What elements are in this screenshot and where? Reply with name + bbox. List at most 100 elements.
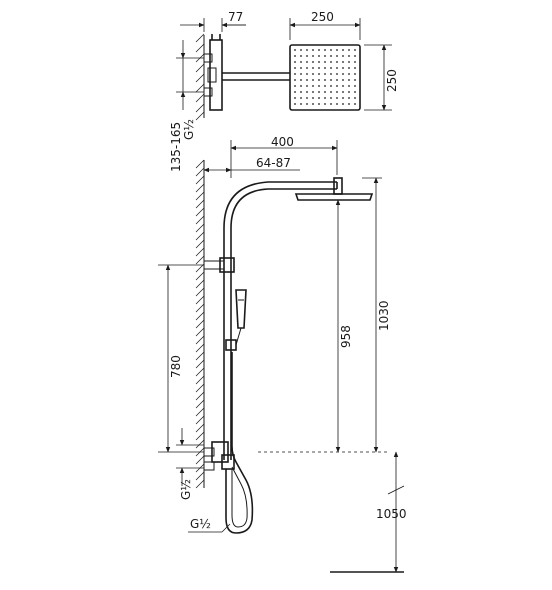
nozzle-dot bbox=[354, 55, 356, 57]
riser-bar bbox=[223, 181, 338, 460]
nozzle-dot bbox=[294, 97, 296, 99]
nozzle-dot bbox=[294, 49, 296, 51]
nozzle-dot bbox=[354, 61, 356, 63]
nozzle-dot bbox=[318, 85, 320, 87]
nozzle-dot bbox=[324, 55, 326, 57]
wall-hatch-line bbox=[195, 439, 205, 449]
nozzle-dot bbox=[312, 67, 314, 69]
wall-hatch-line bbox=[195, 415, 205, 425]
wall-hatch-line bbox=[195, 239, 205, 249]
nozzle-dot bbox=[348, 97, 350, 99]
dim-250-height: 250 bbox=[364, 44, 399, 111]
wall-hatch-line bbox=[195, 367, 205, 377]
nozzle-dot bbox=[318, 79, 320, 81]
dim-64-87: 64-87 bbox=[203, 156, 300, 173]
nozzle-dot bbox=[318, 55, 320, 57]
nozzle-dot bbox=[336, 61, 338, 63]
nozzle-dot bbox=[312, 85, 314, 87]
shower-head-top bbox=[289, 44, 361, 111]
shower-hose bbox=[225, 352, 254, 534]
wall-hatch-line bbox=[195, 407, 205, 417]
nozzle-dot bbox=[318, 73, 320, 75]
nozzle-dot bbox=[330, 85, 332, 87]
nozzle-dot bbox=[336, 97, 338, 99]
nozzle-dot bbox=[354, 79, 356, 81]
hand-shower bbox=[225, 289, 247, 351]
nozzle-dot bbox=[336, 103, 338, 105]
nozzle-dot bbox=[318, 91, 320, 93]
wall-hatch-line bbox=[195, 175, 205, 185]
nozzle-dot bbox=[330, 97, 332, 99]
nozzle-dot bbox=[312, 61, 314, 63]
nozzle-dot bbox=[354, 97, 356, 99]
wall-hatch-line bbox=[195, 359, 205, 369]
dim-780: 780 bbox=[158, 264, 204, 453]
nozzle-dot bbox=[354, 49, 356, 51]
dim-1030: 1030 bbox=[362, 177, 391, 453]
dim-250-width: 250 bbox=[289, 10, 361, 40]
dim-958: 958 bbox=[335, 199, 353, 453]
wall-hatch-line bbox=[195, 423, 205, 433]
nozzle-dot bbox=[294, 103, 296, 105]
dim-958-label: 958 bbox=[339, 325, 353, 348]
nozzle-dot bbox=[294, 55, 296, 57]
nozzle-dot bbox=[300, 61, 302, 63]
dim-780-label: 780 bbox=[169, 355, 183, 378]
nozzle-dot bbox=[336, 79, 338, 81]
shower-head-side bbox=[294, 177, 374, 201]
nozzle-dot bbox=[336, 67, 338, 69]
wall-hatch-line bbox=[195, 391, 205, 401]
wall-hatch-line bbox=[195, 375, 205, 385]
nozzle-dot bbox=[348, 91, 350, 93]
nozzle-dot bbox=[342, 91, 344, 93]
nozzle-dot bbox=[336, 91, 338, 93]
nozzle-dot bbox=[300, 85, 302, 87]
nozzle-dot bbox=[312, 49, 314, 51]
nozzle-dot bbox=[348, 73, 350, 75]
nozzle-dot bbox=[324, 85, 326, 87]
nozzle-dot bbox=[294, 67, 296, 69]
dim-1030-label: 1030 bbox=[377, 300, 391, 331]
nozzle-dot bbox=[306, 91, 308, 93]
wall-hatch-line bbox=[195, 199, 205, 209]
nozzle-dot bbox=[300, 91, 302, 93]
front-mixer bbox=[203, 441, 235, 471]
nozzle-dot bbox=[336, 85, 338, 87]
nozzle-dot bbox=[318, 67, 320, 69]
nozzle-dot bbox=[318, 49, 320, 51]
dim-hose-thread-label: G½ bbox=[190, 517, 211, 531]
top-wall-hatch bbox=[195, 33, 205, 121]
nozzle-dot bbox=[354, 103, 356, 105]
nozzle-dot bbox=[348, 55, 350, 57]
wall-hatch-line bbox=[195, 215, 205, 225]
nozzle-dot bbox=[342, 85, 344, 87]
top-mixer-body bbox=[209, 39, 223, 111]
nozzle-dot bbox=[312, 73, 314, 75]
wall-hatch-line bbox=[195, 287, 205, 297]
wall-hatch-line bbox=[195, 327, 205, 337]
wall-hatch-line bbox=[195, 183, 205, 193]
nozzle-dot bbox=[324, 61, 326, 63]
nozzle-dot bbox=[306, 97, 308, 99]
nozzle-dot bbox=[330, 79, 332, 81]
dim-inlet-spacing: G½ bbox=[176, 428, 204, 500]
nozzle-dot bbox=[342, 97, 344, 99]
nozzle-dot bbox=[324, 97, 326, 99]
nozzle-dot bbox=[318, 61, 320, 63]
nozzle-dot bbox=[330, 67, 332, 69]
wall-hatch-line bbox=[195, 247, 205, 257]
nozzle-dot bbox=[318, 97, 320, 99]
wall-hatch-line bbox=[195, 271, 205, 281]
nozzle-dot bbox=[306, 85, 308, 87]
nozzle-dot bbox=[348, 67, 350, 69]
wall-hatch-line bbox=[195, 303, 205, 313]
dim-1050-label: 1050 bbox=[376, 507, 407, 521]
nozzle-dot bbox=[348, 79, 350, 81]
wall-hatch-line bbox=[195, 399, 205, 409]
nozzle-dot bbox=[300, 67, 302, 69]
wall-hatch-line bbox=[195, 471, 205, 481]
nozzle-dot bbox=[354, 73, 356, 75]
wall-hatch-line bbox=[195, 351, 205, 361]
nozzle-dot bbox=[342, 67, 344, 69]
dim-250-width-label: 250 bbox=[311, 10, 334, 24]
